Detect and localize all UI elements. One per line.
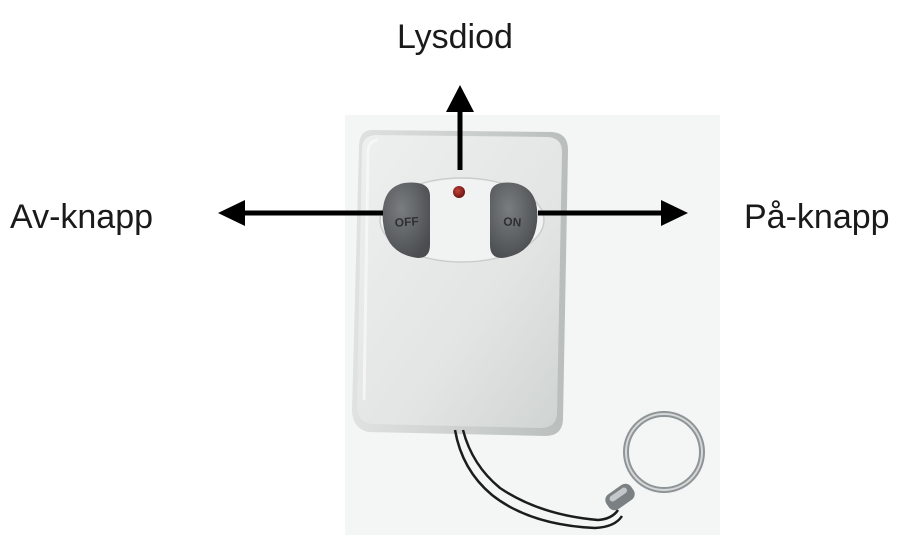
led-indicator-icon bbox=[453, 186, 465, 198]
on-button-callout: På-knapp bbox=[744, 198, 890, 236]
lanyard-cord bbox=[453, 429, 624, 530]
key-ring-icon bbox=[605, 411, 705, 511]
remote-body bbox=[352, 130, 568, 436]
off-button-label: OFF bbox=[394, 214, 419, 230]
on-button-label: ON bbox=[503, 214, 522, 229]
off-button-callout: Av-knapp bbox=[10, 198, 154, 236]
arrow-up-led bbox=[446, 85, 474, 170]
led-label: Lysdiod bbox=[397, 18, 513, 56]
on-button[interactable]: ON bbox=[490, 182, 538, 258]
arrow-right-on bbox=[538, 200, 688, 226]
off-button[interactable]: OFF bbox=[382, 182, 430, 258]
arrow-left-off bbox=[218, 200, 383, 226]
